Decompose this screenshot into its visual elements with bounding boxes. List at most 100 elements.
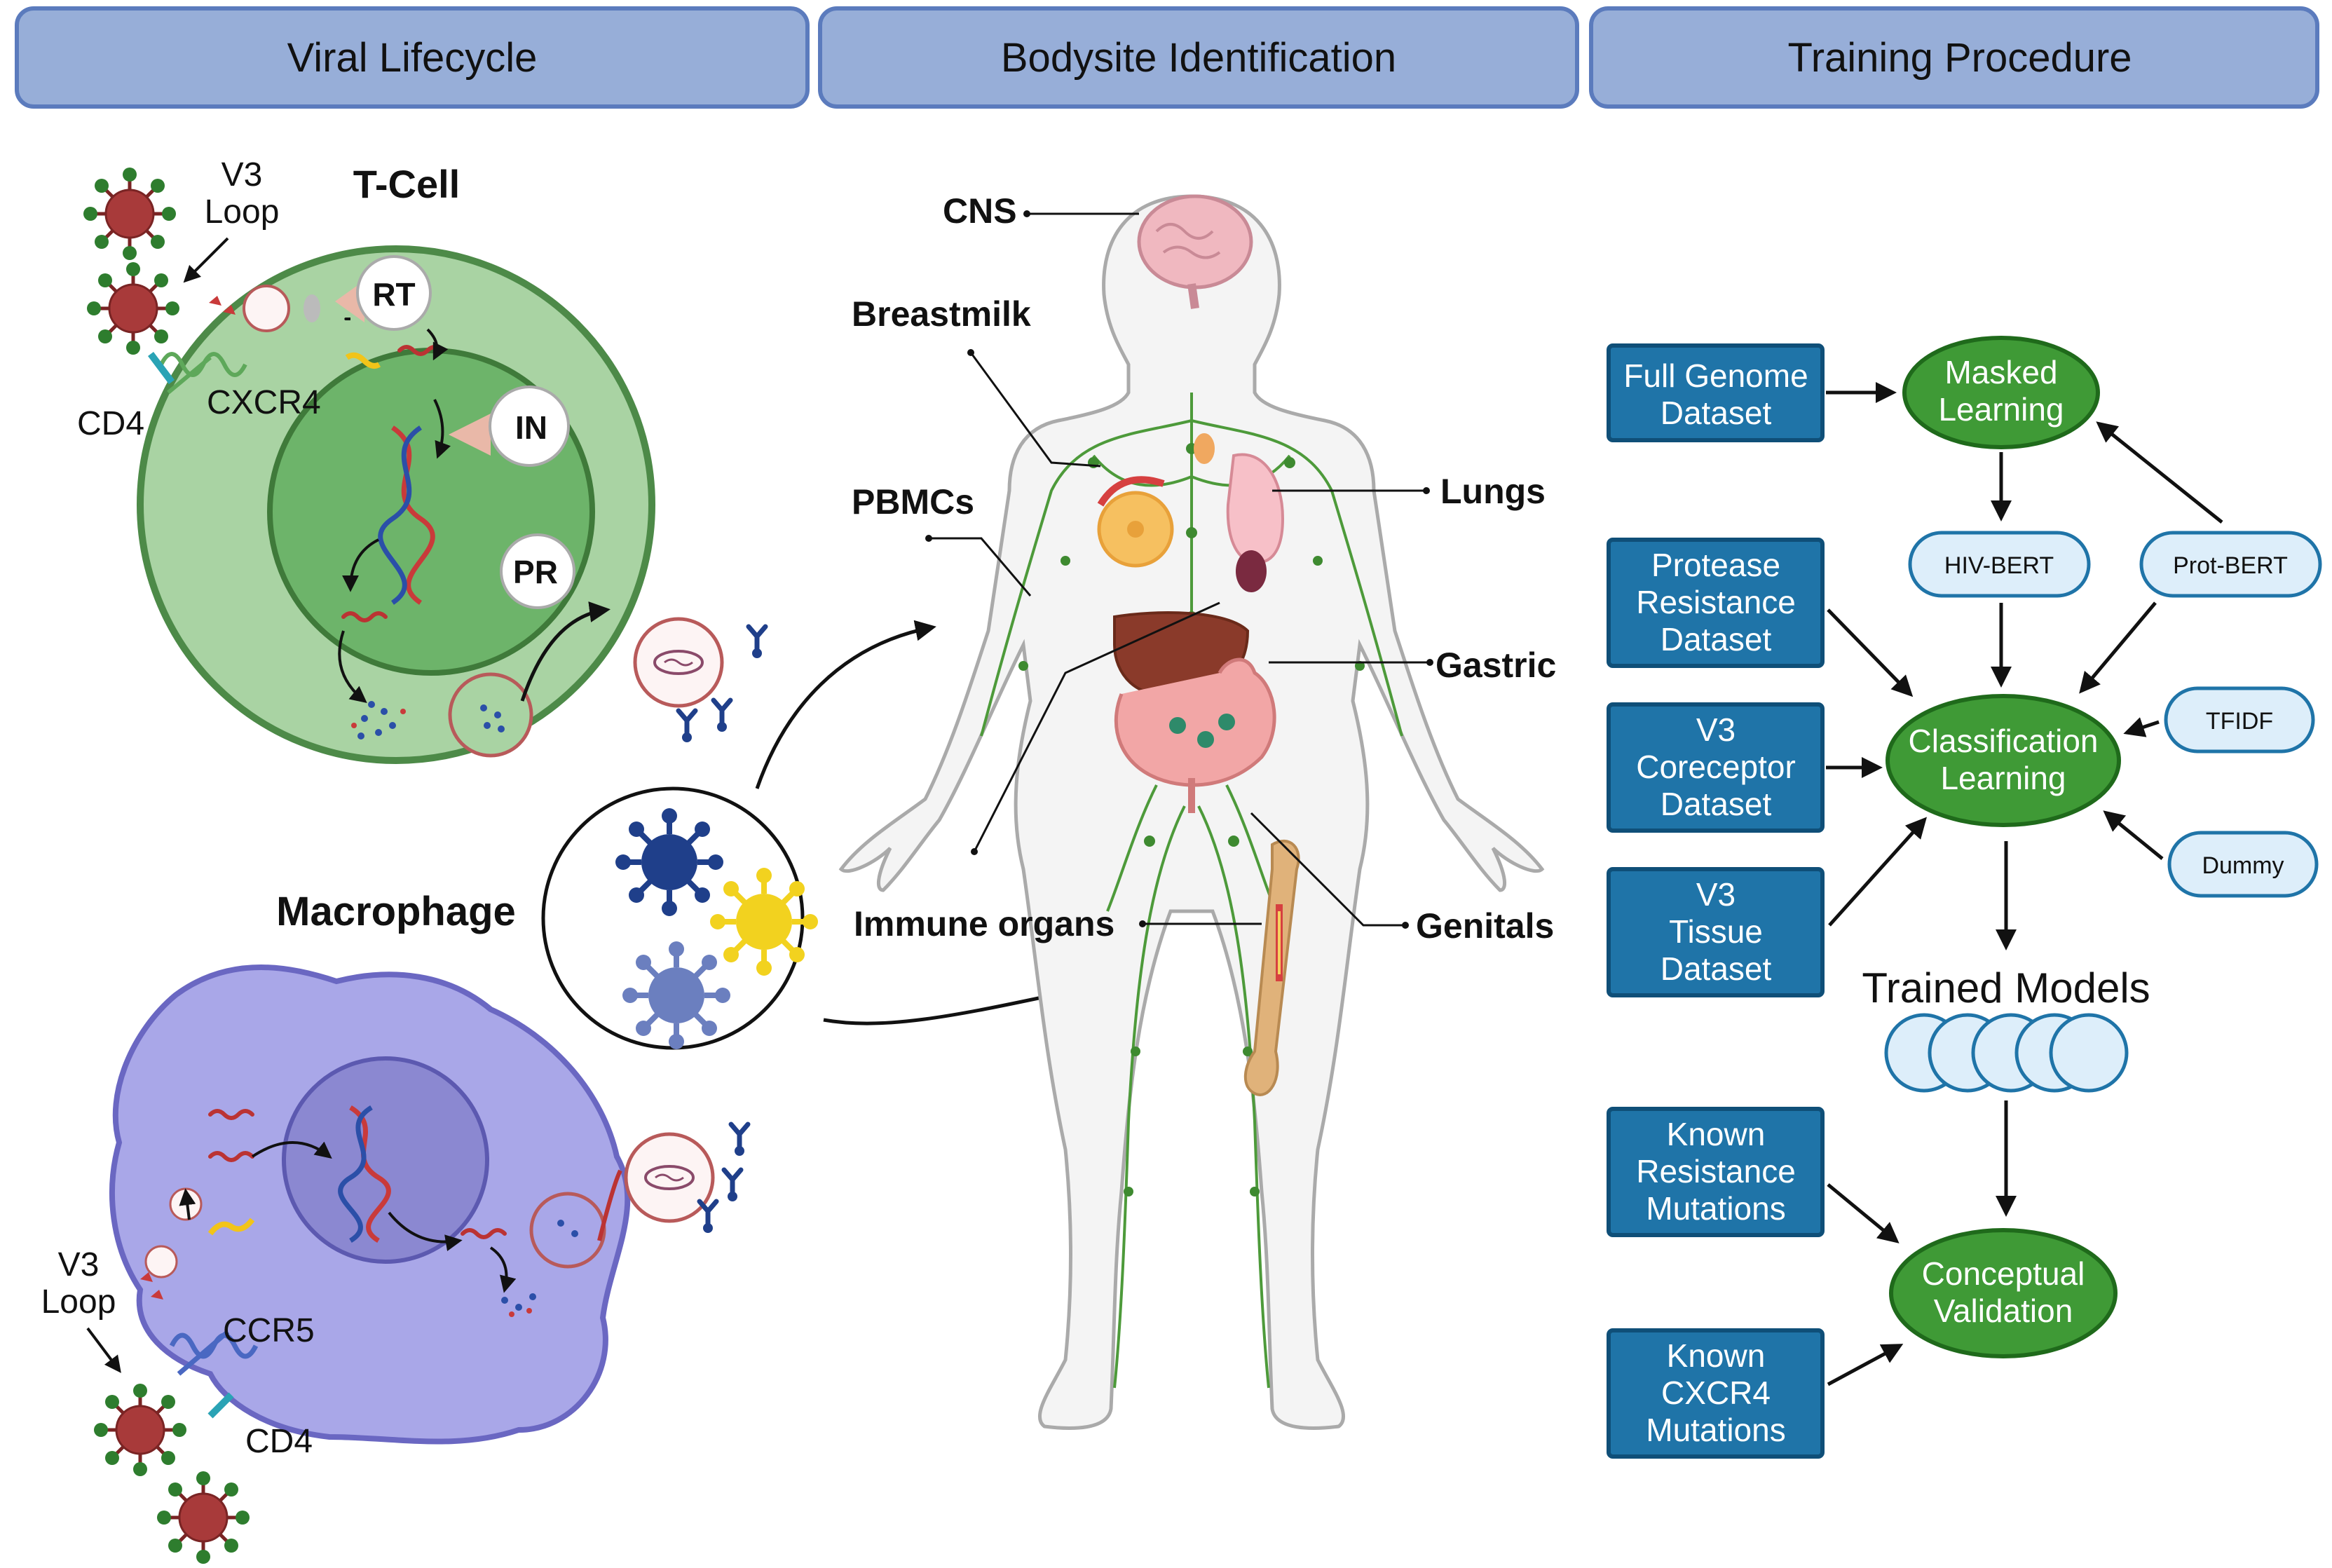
antibody-small-icon [209, 296, 236, 315]
header-viral-lifecycle: Viral Lifecycle [15, 6, 810, 109]
enzyme-pr-label: PR [513, 554, 558, 590]
known-cxcr4-line1: Known [1667, 1337, 1766, 1374]
virus-icon [83, 168, 176, 260]
dataset-v3-coreceptor-line3: Dataset [1661, 786, 1772, 822]
v3-loop-top-line1: V3 [221, 156, 263, 193]
budding-virion-icon [529, 1192, 606, 1269]
header-viral-lifecycle-text: Viral Lifecycle [287, 35, 538, 81]
dataset-full-genome-line1: Full Genome [1623, 357, 1808, 394]
known-cxcr4-line2: CXCR4 [1661, 1375, 1771, 1411]
training-arrows [1826, 382, 2223, 1386]
entry-vesicle-icon [144, 1245, 178, 1279]
human-body-figure [838, 194, 1545, 1430]
virus-variants-circle [541, 786, 818, 1049]
known-cxcr4-mutations: Known CXCR4 Mutations [1607, 1328, 1825, 1459]
enzyme-pr: PR [500, 533, 575, 609]
dataset-protease-line2: Resistance [1636, 584, 1796, 620]
dataset-v3-coreceptor-line1: V3 [1696, 711, 1736, 748]
ccr5-receptor-icon [169, 1330, 259, 1376]
leader-immune-organs-spleen [973, 601, 1220, 852]
leader-pbmcs [929, 537, 1032, 596]
viral-proteins-icon [351, 701, 406, 739]
cd4-receptor-icon [148, 352, 175, 384]
classification-learning-line2: Learning [1940, 760, 2066, 796]
thyroid-icon [1194, 433, 1215, 464]
antibody-icon [700, 1201, 716, 1233]
intestine-icon [1114, 657, 1276, 787]
brain-icon [1137, 194, 1253, 289]
virus-icon [87, 262, 179, 355]
masked-learning-line1: Masked [1944, 354, 2057, 390]
dataset-full-genome-line2: Dataset [1661, 395, 1772, 431]
prot-bert-pill: Prot-BERT [2139, 531, 2322, 598]
rna-fragment-icon [207, 1218, 255, 1236]
enzyme-rt-label: RT [372, 276, 415, 313]
antibody-icon [679, 711, 695, 742]
leader-breastmilk [969, 352, 1101, 468]
dataset-v3-coreceptor-line2: Coreceptor [1636, 749, 1796, 785]
macrophage-title: Macrophage [276, 889, 516, 934]
cd4-bottom-label: CD4 [245, 1423, 313, 1460]
antibody-icon [714, 700, 730, 732]
released-virion-icon [626, 1134, 713, 1221]
leader-genitals [1250, 812, 1405, 927]
v3-loop-bottom-arrow [86, 1327, 121, 1373]
label-pbmcs: PBMCs [852, 482, 974, 521]
antibody-icon [731, 1124, 748, 1156]
label-cns: CNS [943, 191, 1017, 231]
spleen-icon [1236, 550, 1267, 592]
dummy-pill: Dummy [2167, 831, 2319, 898]
dataset-v3-tissue-line1: V3 [1696, 876, 1736, 913]
breast-icon [1097, 476, 1174, 568]
masked-learning-node: Masked Learning [1902, 336, 2100, 449]
tfidf-label: TFIDF [2206, 708, 2273, 735]
cd4-receptor-icon [207, 1392, 234, 1419]
virus-icon [94, 1384, 186, 1476]
budding-contents-icon [480, 704, 505, 732]
v3-loop-bottom-line1: V3 [58, 1246, 100, 1283]
label-genitals: Genitals [1416, 906, 1554, 946]
macrophage [109, 964, 631, 1445]
enzyme-in-label: IN [515, 409, 547, 446]
conceptual-validation-node: Conceptual Validation [1889, 1228, 2118, 1358]
masked-learning-line2: Learning [1938, 391, 2064, 428]
t-cell: RT IN PR [137, 245, 655, 764]
hiv-bert-label: HIV-BERT [1944, 552, 2054, 579]
bone-icon [1243, 840, 1300, 1096]
known-cxcr4-line3: Mutations [1646, 1412, 1785, 1448]
arrow-to-body-upper [755, 620, 936, 789]
label-lungs: Lungs [1440, 472, 1546, 511]
dataset-protease-resistance: Protease Resistance Dataset [1607, 538, 1825, 668]
cxcr4-receptor-icon [159, 352, 247, 395]
known-resistance-mutations: Known Resistance Mutations [1607, 1107, 1825, 1237]
header-training: Training Procedure [1589, 6, 2319, 109]
antibody-icon [749, 627, 765, 658]
lung-icon [1226, 453, 1285, 564]
dataset-v3-tissue-line3: Dataset [1661, 950, 1772, 987]
virus-slate-icon [622, 941, 730, 1049]
classification-learning-node: Classification Learning [1886, 694, 2121, 827]
dataset-v3-tissue-line2: Tissue [1669, 913, 1763, 950]
hiv-bert-pill: HIV-BERT [1908, 531, 2091, 598]
v3-loop-top-arrow [183, 237, 229, 283]
known-resistance-line2: Resistance [1636, 1153, 1796, 1189]
dataset-full-genome: Full Genome Dataset [1607, 343, 1825, 442]
dataset-protease-line3: Dataset [1661, 621, 1772, 657]
budding-virion-icon [448, 672, 533, 758]
dummy-label: Dummy [2202, 852, 2284, 879]
v3-loop-top-line2: Loop [205, 193, 280, 231]
prot-bert-label: Prot-BERT [2173, 552, 2288, 579]
header-bodysite: Bodysite Identification [818, 6, 1579, 109]
ccr5-label: CCR5 [223, 1312, 315, 1349]
antibody-icon [724, 1170, 741, 1201]
tfidf-pill: TFIDF [2164, 686, 2315, 754]
v3-loop-bottom-line2: Loop [41, 1283, 116, 1321]
released-virion-icon [635, 619, 722, 706]
known-resistance-line3: Mutations [1646, 1190, 1785, 1227]
conceptual-validation-line2: Validation [1934, 1293, 2073, 1329]
virus-yellow-icon [710, 868, 818, 976]
classification-learning-line1: Classification [1909, 723, 2099, 759]
known-resistance-line1: Known [1667, 1116, 1766, 1152]
dataset-protease-line1: Protease [1651, 547, 1780, 583]
